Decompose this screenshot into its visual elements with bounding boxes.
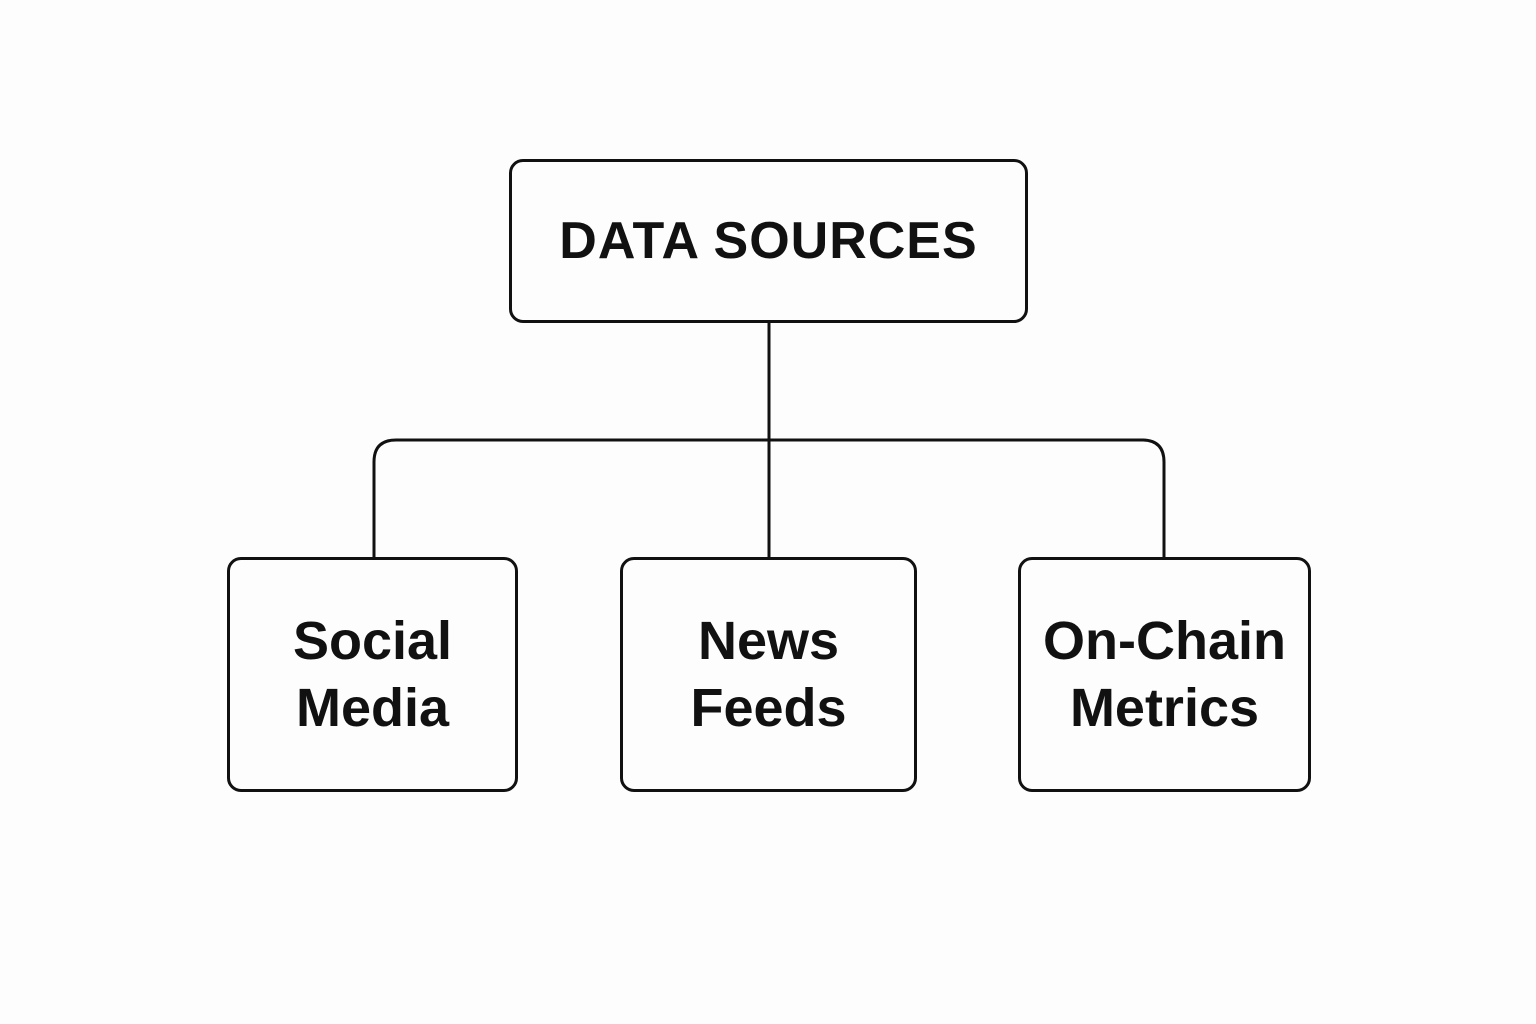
child-node-label-line: On-Chain bbox=[1043, 610, 1286, 671]
connector-bus bbox=[372, 438, 1166, 557]
child-node-label-line: Metrics bbox=[1069, 677, 1260, 738]
child-node-label-line: News bbox=[697, 610, 840, 671]
child-node-label-line: Social bbox=[292, 610, 453, 671]
root-node-data-sources: DATA SOURCES bbox=[509, 159, 1028, 323]
child-node-label: News Feeds bbox=[690, 608, 846, 742]
root-node-label: DATA SOURCES bbox=[559, 212, 978, 270]
child-node-news-feeds: News Feeds bbox=[620, 557, 917, 792]
child-node-label-line: Feeds bbox=[690, 677, 847, 738]
child-node-label: Social Media bbox=[293, 608, 452, 742]
child-node-label: On-Chain Metrics bbox=[1043, 608, 1286, 742]
child-node-label-line: Media bbox=[295, 677, 450, 738]
child-node-social-media: Social Media bbox=[227, 557, 518, 792]
child-node-on-chain-metrics: On-Chain Metrics bbox=[1018, 557, 1311, 792]
